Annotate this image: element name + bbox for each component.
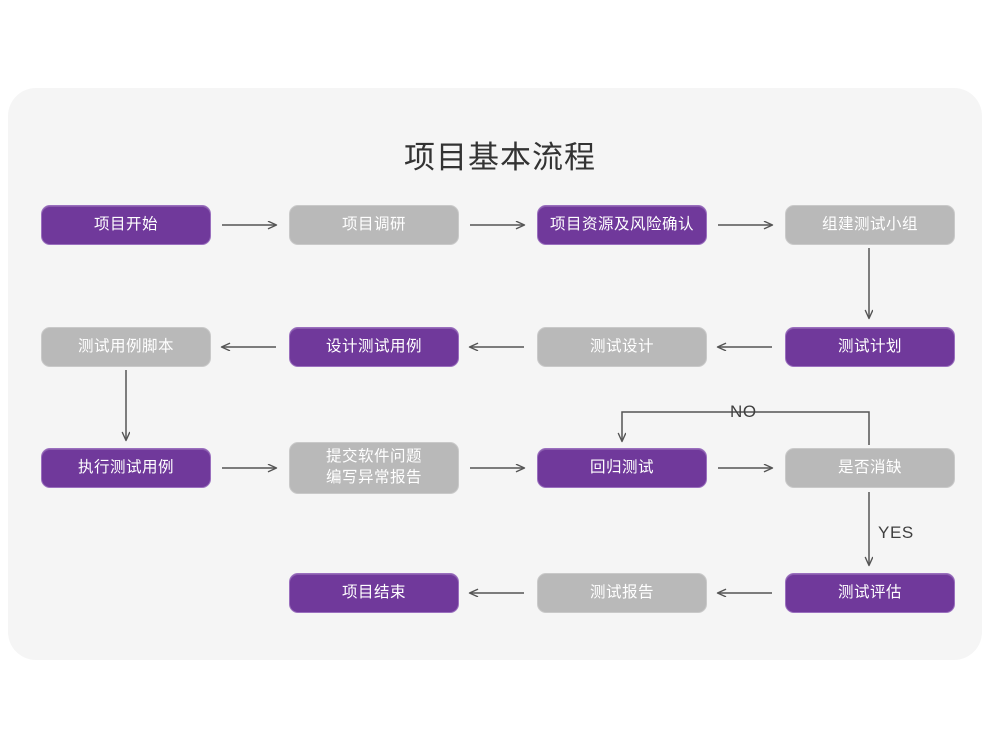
node-submit-issues-write-report[interactable]: 提交软件问题 编写异常报告 <box>289 442 459 494</box>
node-label: 回归测试 <box>589 458 654 476</box>
page-title: 项目基本流程 <box>404 140 596 175</box>
node-label: 测试报告 <box>589 583 654 601</box>
node-test-report[interactable]: 测试报告 <box>537 573 707 613</box>
node-label: 项目资源及风险确认 <box>549 215 694 233</box>
node-label: 是否消缺 <box>837 458 902 476</box>
edge-label-no: NO <box>730 402 757 421</box>
node-label: 执行测试用例 <box>77 458 174 476</box>
node-label: 测试评估 <box>837 583 902 601</box>
node-label: 设计测试用例 <box>325 337 422 355</box>
node-defect-cleared-decision[interactable]: 是否消缺 <box>785 448 955 488</box>
node-regression-test[interactable]: 回归测试 <box>537 448 707 488</box>
node-test-plan[interactable]: 测试计划 <box>785 327 955 367</box>
node-label: 组建测试小组 <box>821 215 918 233</box>
node-label: 项目开始 <box>93 215 158 233</box>
edge-label-yes: YES <box>878 523 914 542</box>
node-build-test-team[interactable]: 组建测试小组 <box>785 205 955 245</box>
node-test-evaluation[interactable]: 测试评估 <box>785 573 955 613</box>
node-label: 测试用例脚本 <box>77 337 174 355</box>
node-test-design[interactable]: 测试设计 <box>537 327 707 367</box>
node-label: 项目调研 <box>341 215 406 233</box>
node-execute-test-cases[interactable]: 执行测试用例 <box>41 448 211 488</box>
node-label-multiline: 提交软件问题 编写异常报告 <box>326 447 422 489</box>
node-project-research[interactable]: 项目调研 <box>289 205 459 245</box>
node-resource-risk-confirm[interactable]: 项目资源及风险确认 <box>537 205 707 245</box>
node-project-end[interactable]: 项目结束 <box>289 573 459 613</box>
node-project-start[interactable]: 项目开始 <box>41 205 211 245</box>
node-test-case-script[interactable]: 测试用例脚本 <box>41 327 211 367</box>
node-label: 测试计划 <box>837 337 902 355</box>
flowchart-card <box>8 88 982 660</box>
node-label: 测试设计 <box>589 337 654 355</box>
node-label-line1: 提交软件问题 <box>325 448 422 466</box>
node-design-test-cases[interactable]: 设计测试用例 <box>289 327 459 367</box>
node-label-line2: 编写异常报告 <box>325 469 422 486</box>
node-label: 项目结束 <box>341 583 406 601</box>
